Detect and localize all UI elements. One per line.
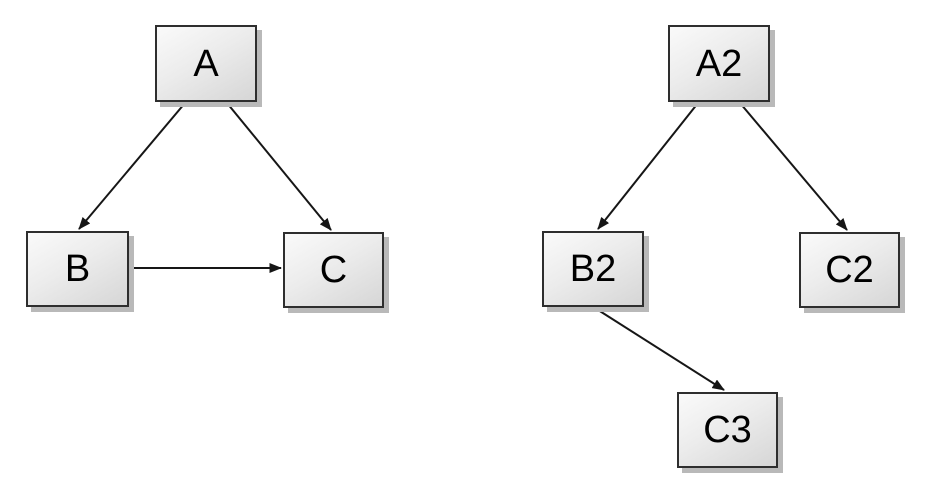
node-label-C2: C2: [825, 249, 874, 291]
node-B2: B2: [542, 231, 644, 307]
node-label-A2: A2: [695, 42, 743, 85]
node-label-C3: C3: [703, 409, 752, 451]
node-label-B2: B2: [569, 248, 617, 290]
node-label-B: B: [64, 248, 91, 290]
node-C2: C2: [799, 232, 900, 308]
node-label-A: A: [193, 42, 219, 85]
node-A2: A2: [668, 25, 770, 102]
node-label-C: C: [319, 249, 348, 291]
node-C3: C3: [677, 392, 778, 468]
node-B: B: [26, 231, 129, 307]
node-C: C: [283, 232, 384, 308]
node-A: A: [155, 25, 257, 102]
